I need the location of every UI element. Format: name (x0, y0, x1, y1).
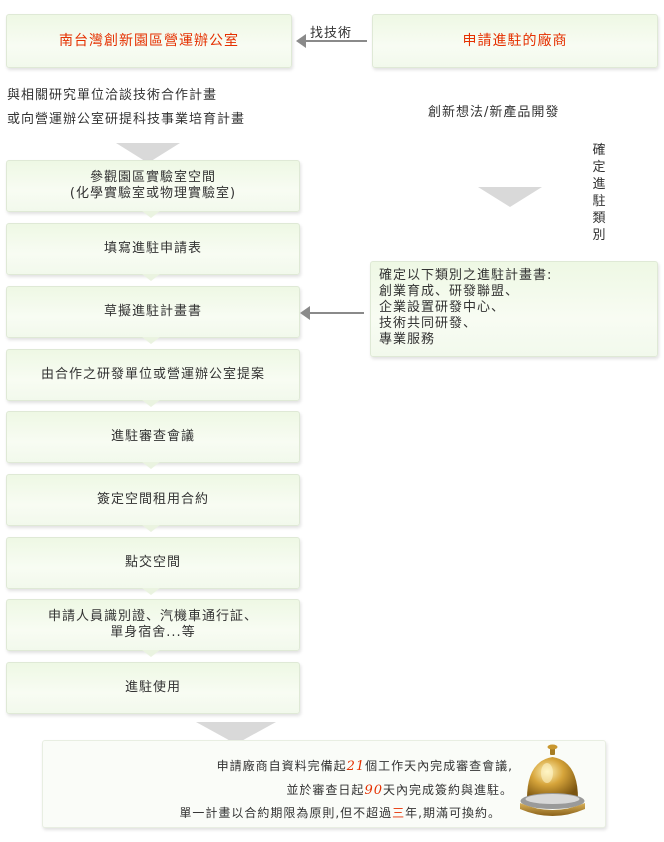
info-line-3: 單一計畫以合約期限為原則,但不超過三年,期滿可換約。 (179, 804, 501, 821)
connector-label: 找技術 (310, 26, 353, 41)
step-fill-form: 填寫進駐申請表 (6, 223, 300, 275)
info-line-1: 申請廠商自資料完備起21個工作天內完成審查會議, (217, 757, 513, 774)
down-arrow-shadow-left (116, 143, 180, 163)
vertical-label: 確定進駐類別 (592, 143, 606, 243)
category-title: 確定以下類別之進駐計畫書: (379, 268, 553, 283)
down-arrow-shadow-right (478, 187, 542, 207)
left-note-line-1: 與相關研究單位洽談技術合作計畫 (7, 88, 218, 103)
step-sign-lease-label: 簽定空間租用合約 (96, 492, 209, 507)
step-proposal-label: 由合作之研發單位或營運辦公室提案 (40, 367, 265, 382)
info-line-1-post: 個工作天內完成審查會議, (365, 759, 513, 773)
step-visit-lab-line-1: 參觀園區實驗室空間 (89, 170, 216, 185)
office-label: 南台灣創新園區營運辦公室 (59, 33, 239, 49)
step-notch (142, 337, 160, 344)
arrow-left-icon (296, 34, 306, 48)
arrow-line (309, 312, 364, 314)
step-sign-lease: 簽定空間租用合約 (6, 474, 300, 526)
category-item: 創業育成、研發聯盟、 (379, 284, 520, 299)
down-arrow-shadow-bottom (196, 722, 276, 744)
step-move-in: 進駐使用 (6, 662, 300, 714)
signing-days-number: 90 (364, 783, 383, 798)
step-apply-permits-line-1: 申請人員識別證、汽機車通行証、 (47, 609, 258, 624)
step-fill-form-label: 填寫進駐申請表 (103, 241, 202, 256)
arrow-left-icon (300, 306, 310, 320)
review-days-number: 21 (346, 759, 366, 774)
applicant-box: 申請進駐的廠商 (372, 14, 658, 68)
category-item: 專業服務 (379, 332, 436, 347)
step-notch (142, 525, 160, 532)
step-review-meeting: 進駐審查會議 (6, 411, 300, 463)
step-review-meeting-label: 進駐審查會議 (110, 429, 195, 444)
category-item: 技術共同研發、 (379, 316, 478, 331)
step-visit-lab: 參觀園區實驗室空間 (化學實驗室或物理實驗室) (6, 160, 300, 212)
category-item: 企業設置研發中心、 (379, 300, 506, 315)
step-notch (142, 274, 160, 281)
office-box: 南台灣創新園區營運辦公室 (6, 14, 292, 68)
step-handover: 點交空間 (6, 537, 300, 589)
info-box: 申請廠商自資料完備起21個工作天內完成審查會議, 並於審查日起90天內完成簽約與… (42, 740, 606, 828)
left-note-line-2: 或向營運辦公室研提科技事業培育計畫 (7, 112, 246, 127)
step-draft-plan-label: 草擬進駐計畫書 (103, 304, 202, 319)
max-years-number: 三 (392, 806, 406, 820)
step-move-in-label: 進駐使用 (124, 680, 181, 695)
step-notch (142, 211, 160, 218)
step-draft-plan: 草擬進駐計畫書 (6, 286, 300, 338)
step-proposal: 由合作之研發單位或營運辦公室提案 (6, 349, 300, 401)
info-line-3-post: 年,期滿可換約。 (405, 806, 501, 820)
step-notch (142, 588, 160, 595)
step-notch (142, 462, 160, 469)
arrow-line (305, 40, 367, 42)
category-box: 確定以下類別之進駐計畫書: 創業育成、研發聯盟、 企業設置研發中心、 技術共同研… (370, 261, 658, 357)
info-line-2-pre: 並於審查日起 (286, 783, 365, 797)
applicant-label: 申請進駐的廠商 (462, 33, 568, 49)
step-apply-permits-line-2: 單身宿舍...等 (110, 625, 196, 640)
step-notch (142, 650, 160, 657)
right-note: 創新想法/新產品開發 (428, 105, 560, 120)
info-line-2: 並於審查日起90天內完成簽約與進駐。 (286, 781, 513, 798)
step-apply-permits: 申請人員識別證、汽機車通行証、 單身宿舍...等 (6, 599, 300, 651)
step-visit-lab-line-2: (化學實驗室或物理實驗室) (69, 186, 237, 201)
step-notch (142, 400, 160, 407)
service-bell-icon (520, 744, 585, 816)
info-line-2-post: 天內完成簽約與進駐。 (382, 783, 513, 797)
info-line-3-pre: 單一計畫以合約期限為原則,但不超過 (179, 806, 393, 820)
step-handover-label: 點交空間 (124, 555, 181, 570)
info-line-1-pre: 申請廠商自資料完備起 (216, 759, 347, 773)
